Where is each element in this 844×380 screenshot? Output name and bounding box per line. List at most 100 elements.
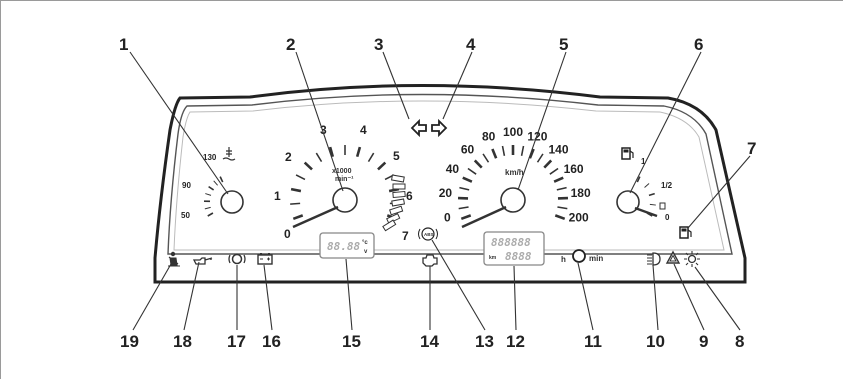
speedo-tick-9 — [501, 145, 506, 156]
tacho-label-0: 0 — [284, 227, 291, 241]
callout-1: 1 — [119, 35, 128, 54]
speedo-label-120: 120 — [527, 130, 547, 144]
fuel-label-0: 0 — [665, 213, 670, 222]
odometer-total-digits: 888888 — [491, 236, 531, 249]
fuel-tick-2 — [648, 192, 655, 197]
tacho-tick-8 — [355, 146, 362, 158]
tacho-label-3: 3 — [320, 123, 327, 137]
sidelight-icon — [684, 251, 700, 267]
callout-18: 18 — [173, 332, 192, 351]
tacho-tick-2 — [290, 187, 302, 193]
headlight-icon — [647, 252, 661, 266]
tacho-hub — [332, 187, 358, 213]
abs-warning-icon: ABS — [418, 227, 438, 241]
leader-lines — [129, 51, 751, 331]
cluster-outer-outline — [153, 84, 747, 284]
tacho-unit-x1000: x1000 — [332, 168, 352, 175]
odometer-trip-digits: 8888 — [505, 250, 532, 263]
speedo-tick-15 — [549, 167, 559, 175]
temp-tick-3 — [205, 193, 212, 196]
speedo-tick-13 — [536, 153, 544, 163]
temp-tick-1 — [204, 206, 211, 210]
temp-tick-6 — [219, 176, 224, 183]
tachometer: 0 1 2 3 4 5 6 7 x1000 min⁻¹ — [274, 123, 413, 243]
temp-label-90: 90 — [182, 181, 191, 190]
fuel-tick-0 — [636, 176, 641, 183]
fuel-gauge-hub — [616, 190, 640, 214]
callout-11: 11 — [584, 332, 602, 351]
callout-6: 6 — [694, 35, 703, 54]
fuel-gauge-needle — [634, 206, 658, 218]
tacho-label-6: 6 — [406, 189, 413, 203]
temp-tick-4 — [208, 185, 215, 191]
callout-15: 15 — [342, 332, 361, 351]
speedo-tick-12 — [528, 148, 535, 159]
callout-3: 3 — [374, 35, 383, 54]
abs-label: ABS — [424, 232, 434, 237]
coolant-temperature-gauge: 50 90 130 — [181, 147, 244, 220]
tacho-tick-4 — [303, 161, 313, 171]
speedo-tick-19 — [557, 206, 568, 210]
speedo-label-40: 40 — [446, 162, 460, 176]
tacho-tick-9 — [367, 152, 375, 163]
fuel-tick-1 — [644, 183, 650, 188]
callout-5: 5 — [559, 35, 568, 54]
lcd-temp-voltage-display: 88.88 °c v — [319, 232, 375, 259]
economy-o-icon — [572, 249, 586, 263]
odometer-lcd-display: 888888 km 8888 — [483, 231, 545, 266]
lcd-temp-unit-c: °c — [362, 240, 368, 246]
speedo-tick-3 — [459, 186, 470, 191]
speedo-tick-17 — [556, 186, 567, 191]
speedo-tick-16 — [553, 176, 564, 183]
tacho-label-2: 2 — [285, 150, 292, 164]
reserve-fuel-mini-icon — [659, 202, 666, 210]
callout-16: 16 — [262, 332, 281, 351]
speedo-label-140: 140 — [548, 142, 568, 156]
callout-19: 19 — [120, 332, 139, 351]
warning-triangle-icon — [665, 250, 681, 264]
odometer-km-label: km — [489, 255, 497, 261]
tacho-tick-3 — [295, 174, 306, 181]
tacho-tick-1 — [290, 202, 301, 205]
temp-tick-0 — [207, 212, 214, 217]
tacho-tick-10 — [377, 161, 387, 171]
speedo-tick-20 — [554, 214, 566, 221]
tacho-label-7: 7 — [402, 229, 409, 243]
speedo-label-0: 0 — [444, 211, 451, 225]
speedo-label-200: 200 — [569, 211, 589, 225]
cluster-inner-outline — [167, 93, 733, 255]
callout-10: 10 — [646, 332, 665, 351]
callout-2: 2 — [286, 35, 295, 54]
temp-tick-5 — [213, 180, 218, 186]
speedo-label-100: 100 — [503, 125, 523, 139]
low-fuel-icon — [679, 226, 692, 239]
fuel-gauge-ticks — [636, 176, 656, 217]
speedo-tick-8 — [491, 148, 498, 159]
callout-9: 9 — [699, 332, 708, 351]
tacho-label-1: 1 — [274, 189, 281, 203]
speedo-tick-11 — [520, 145, 525, 156]
speedo-label-180: 180 — [571, 186, 591, 200]
fuel-label-1: 1 — [641, 157, 646, 166]
speedo-ticks — [457, 145, 569, 221]
temp-gauge-ticks — [203, 176, 224, 217]
fuel-gauge: 1 1/2 0 — [616, 147, 692, 239]
tacho-needle — [292, 205, 339, 229]
speedo-label-20: 20 — [439, 186, 453, 200]
economy-left-label: h — [561, 255, 566, 264]
tacho-tick-0 — [292, 214, 304, 221]
speedo-tick-7 — [482, 153, 490, 163]
speedo-tick-6 — [473, 159, 483, 169]
callout-17: 17 — [227, 332, 246, 351]
callout-4: 4 — [466, 35, 476, 54]
speedo-tick-0 — [460, 214, 472, 221]
lcd-volt-unit-v: v — [364, 249, 368, 255]
brake-icon — [228, 253, 246, 265]
speedo-tick-5 — [467, 167, 477, 175]
turn-right-arrow-icon — [431, 118, 448, 138]
speedo-needle — [461, 205, 507, 229]
speedo-label-80: 80 — [482, 130, 496, 144]
